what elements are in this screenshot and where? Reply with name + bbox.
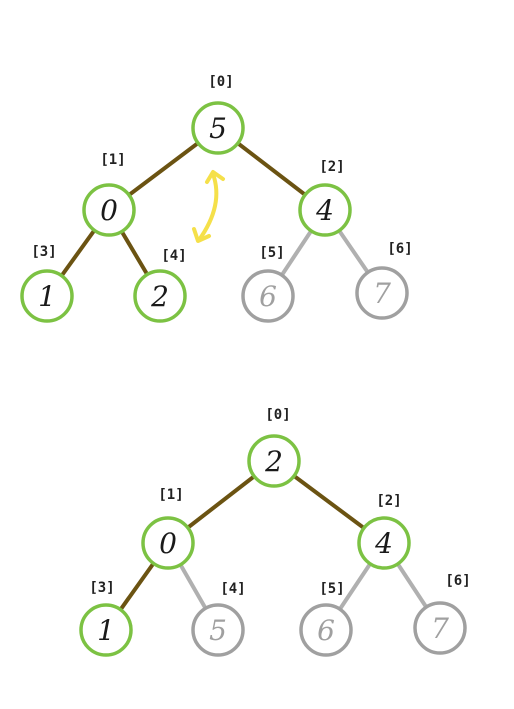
heap-node: 6 [5] xyxy=(241,245,295,323)
node-value: 6 xyxy=(259,280,277,313)
node-circle xyxy=(298,183,352,237)
node-index-label: [1] xyxy=(100,152,125,168)
node-circle xyxy=(191,603,245,657)
node-index-label: [2] xyxy=(319,159,344,175)
node-index-label: [1] xyxy=(158,487,183,503)
node-circle xyxy=(20,269,74,323)
node-value: 1 xyxy=(97,614,115,647)
node-circle xyxy=(355,266,409,320)
heap-node: 0 [1] xyxy=(141,487,195,570)
node-index-label: [0] xyxy=(265,407,290,423)
heap-node: 5 [0] xyxy=(191,74,245,155)
heap-tree-1: 5 [0] 0 [1] 4 [2] 1 [3] 2 [4] 6 [5] 7 [6] xyxy=(20,74,413,323)
node-index-label: [6] xyxy=(445,573,470,589)
node-circle xyxy=(357,516,411,570)
node-index-label: [3] xyxy=(31,244,56,260)
swap-arrow-icon xyxy=(192,170,225,243)
node-index-label: [0] xyxy=(208,74,233,90)
node-value: 0 xyxy=(100,194,118,227)
node-index-label: [4] xyxy=(220,581,245,597)
heap-node: 2 [4] xyxy=(133,248,187,323)
node-circle xyxy=(82,183,136,237)
heap-node: 6 [5] xyxy=(299,581,353,657)
node-circle xyxy=(191,101,245,155)
node-value: 2 xyxy=(150,280,169,313)
node-index-label: [6] xyxy=(387,241,412,257)
heap-node: 7 [6] xyxy=(355,241,413,320)
heap-node: 4 [2] xyxy=(298,159,352,237)
heap-node: 4 [2] xyxy=(357,493,411,570)
node-value: 4 xyxy=(315,194,334,227)
heap-node: 2 [0] xyxy=(247,407,301,488)
node-circle xyxy=(241,269,295,323)
node-value: 0 xyxy=(159,527,177,560)
heap-node: 1 [3] xyxy=(20,244,74,323)
node-value: 1 xyxy=(38,280,56,313)
node-value: 7 xyxy=(373,277,391,310)
node-circle xyxy=(133,269,187,323)
node-circle xyxy=(79,603,133,657)
node-circle xyxy=(413,601,467,655)
node-circle xyxy=(141,516,195,570)
node-value: 2 xyxy=(264,445,283,478)
node-index-label: [5] xyxy=(319,581,344,597)
node-value: 7 xyxy=(431,612,449,645)
node-circle xyxy=(299,603,353,657)
node-circle xyxy=(247,434,301,488)
heap-node: 5 [4] xyxy=(191,581,246,657)
node-value: 6 xyxy=(317,614,335,647)
node-index-label: [2] xyxy=(376,493,401,509)
node-value: 5 xyxy=(209,112,227,145)
node-index-label: [3] xyxy=(89,580,114,596)
heap-node: 1 [3] xyxy=(79,580,133,657)
heap-node: 0 [1] xyxy=(82,152,136,237)
node-value: 5 xyxy=(209,614,227,647)
heap-tree-2: 2 [0] 0 [1] 4 [2] 1 [3] 5 [4] 6 [5] 7 [6] xyxy=(79,407,471,657)
node-value: 4 xyxy=(374,527,393,560)
heap-node: 7 [6] xyxy=(413,573,471,655)
node-index-label: [4] xyxy=(161,248,186,264)
node-index-label: [5] xyxy=(259,245,284,261)
